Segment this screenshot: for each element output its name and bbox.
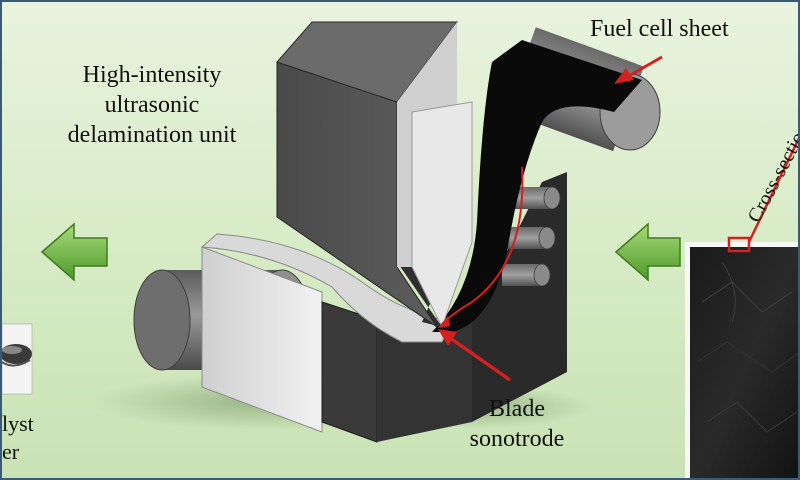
label-line: sonotrode [469, 426, 565, 452]
catalyst-powder-label: lyst er [2, 410, 34, 466]
front-support-plate [201, 246, 323, 433]
label-line: High-intensity [82, 62, 222, 88]
fuel-cell-sheet-photo [685, 137, 798, 478]
label-line: Blade [489, 396, 545, 422]
fuel-cell-sheet-label: Fuel cell sheet [590, 16, 729, 42]
pointer-blade [438, 329, 512, 382]
catalyst-powder-photo [2, 323, 33, 395]
sonotrode-block [276, 21, 473, 329]
label-line: er [2, 439, 20, 464]
process-arrow-right [614, 222, 681, 282]
guide-roller [507, 226, 556, 250]
sheet-flow-arrow [438, 166, 524, 328]
base-block [321, 172, 567, 443]
label-line: delamination unit [67, 122, 237, 148]
fuel-cell-sheet [432, 40, 642, 332]
cross-section-marker [727, 236, 751, 253]
label-line: lyst [2, 411, 34, 436]
label-line: ultrasonic [104, 92, 200, 118]
blade-sonotrode-label: Blade sonotrode [457, 394, 577, 454]
process-arrow-left [40, 222, 108, 282]
pointer-fuel-cell-sheet [614, 55, 663, 84]
delamination-unit-label: High-intensity ultrasonic delamination u… [42, 60, 262, 150]
guide-roller [502, 263, 551, 287]
